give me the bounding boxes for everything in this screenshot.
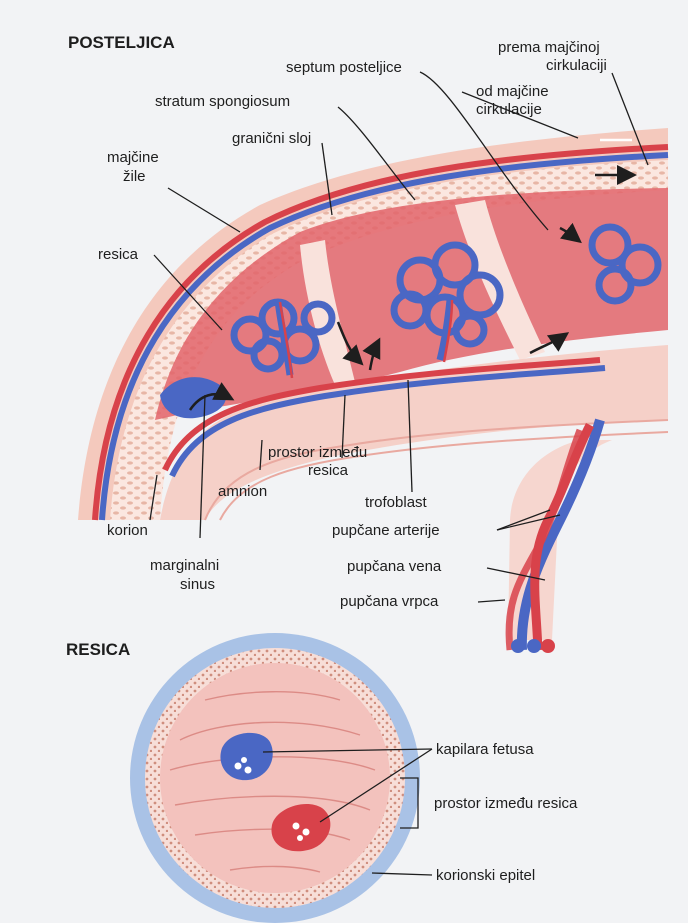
label-marginal-2: sinus <box>180 576 215 593</box>
label-amnion: amnion <box>218 483 267 500</box>
label-marginal-1: marginalni <box>150 557 219 574</box>
label-maternal-vessels-1: majčine <box>107 149 159 166</box>
umbilical-cord <box>508 420 612 653</box>
heading-villus: RESICA <box>66 640 130 659</box>
label-toward-maternal-1: prema majčinoj <box>498 39 600 56</box>
label-umbilical-cord: pupčana vrpca <box>340 593 439 610</box>
label-chorionic-epithelium: korionski epitel <box>436 867 535 884</box>
label-stratum: stratum spongiosum <box>155 93 290 110</box>
label-boundary: granični sloj <box>232 130 311 147</box>
label-septum: septum posteljice <box>286 59 402 76</box>
cord-end-artery <box>541 639 555 653</box>
label-from-maternal-1: od majčine <box>476 83 549 100</box>
cord-end-vein <box>511 639 525 653</box>
villus-stroma <box>160 663 390 893</box>
label-from-maternal-2: cirkulacije <box>476 101 542 118</box>
cord-end-vein-2 <box>527 639 541 653</box>
label-umbilical-arteries: pupčane arterije <box>332 522 440 539</box>
label-intervillous-1: prostor između <box>268 444 367 461</box>
label-trophoblast: trofoblast <box>365 494 428 511</box>
label-umbilical-vein: pupčana vena <box>347 558 442 575</box>
label-toward-maternal-2: cirkulaciji <box>546 57 607 74</box>
heading-placenta: POSTELJICA <box>68 33 175 52</box>
label-villus: resica <box>98 246 139 263</box>
label-chorion: korion <box>107 522 148 539</box>
label-intervillous-space: prostor između resica <box>434 795 578 812</box>
label-intervillous-2: resica <box>308 462 349 479</box>
villus-cross-section <box>130 633 420 923</box>
label-maternal-vessels-2: žile <box>123 168 146 185</box>
label-fetal-capillary: kapilara fetusa <box>436 741 534 758</box>
